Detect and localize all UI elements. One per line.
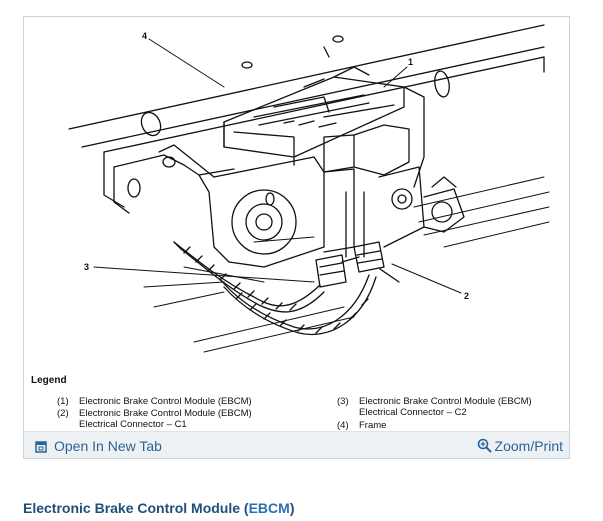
bracket-drawing <box>113 144 235 263</box>
callout-4: 4 <box>142 31 147 41</box>
crossmember-drawing <box>143 176 550 353</box>
legend-item-number: (4) <box>337 420 349 431</box>
legend-item: (2) Electronic Brake Control Module (EBC… <box>57 408 347 430</box>
legend-item-subtext: Electrical Connector – C2 <box>359 407 467 418</box>
legend-item: (3) Electronic Brake Control Module (EBC… <box>337 396 566 418</box>
zoom-print-label: Zoom/Print <box>494 437 563 454</box>
caption-suffix: ) <box>289 500 295 516</box>
legend-item-subtext: Electrical Connector – C1 <box>79 419 187 430</box>
legend-item-text: Frame <box>359 420 387 431</box>
legend-title: Legend <box>31 375 67 386</box>
legend-item: (4) Frame <box>337 420 566 431</box>
legend-item-number: (2) <box>57 408 69 419</box>
legend-item-text: Electronic Brake Control Module (EBCM) <box>79 408 252 419</box>
open-new-tab-icon <box>35 440 47 453</box>
figure-caption: Electronic Brake Control Module (EBCM) <box>23 500 295 516</box>
zoom-in-icon <box>477 438 492 453</box>
callout-3: 3 <box>84 262 89 272</box>
figure-toolbar: Open In New Tab Zoom/Print <box>24 431 569 458</box>
callout-1: 1 <box>408 57 413 67</box>
caption-prefix: Electronic Brake Control Module ( <box>23 500 249 516</box>
connectors-drawing <box>315 241 385 288</box>
callout-2: 2 <box>464 291 469 301</box>
figure-card: 4 1 3 2 Legend (1) Electronic Brake Cont… <box>23 16 570 459</box>
ebcm-diagram-image: 4 1 3 2 <box>24 17 569 432</box>
legend-item-text: Electronic Brake Control Module (EBCM) <box>359 396 532 407</box>
frame-rail-drawing <box>68 24 545 208</box>
legend-item-number: (1) <box>57 396 69 407</box>
legend-item-text: Electronic Brake Control Module (EBCM) <box>79 396 252 407</box>
wire-harness-drawing <box>173 241 400 335</box>
caption-ebcm-link[interactable]: EBCM <box>248 500 290 516</box>
hydraulic-unit-drawing <box>213 156 465 268</box>
open-in-new-tab-link[interactable]: Open In New Tab <box>35 437 162 454</box>
callout-leaders <box>93 38 462 294</box>
zoom-print-link[interactable]: Zoom/Print <box>477 437 563 454</box>
open-in-new-tab-label: Open In New Tab <box>54 437 162 454</box>
ebcm-module-drawing <box>223 66 425 258</box>
legend-item: (1) Electronic Brake Control Module (EBC… <box>57 396 347 407</box>
legend-item-number: (3) <box>337 396 349 407</box>
